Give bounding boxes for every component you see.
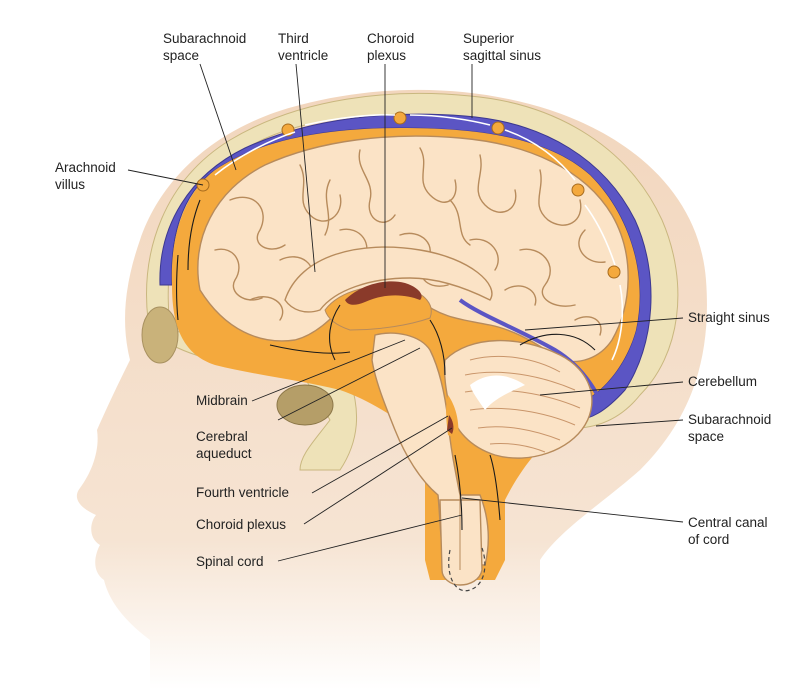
label-line: Straight sinus	[688, 310, 770, 325]
csf-flow-dark	[175, 199, 596, 531]
label-line: ventricle	[278, 48, 329, 63]
label-cerebral-aqueduct: Cerebral aqueduct	[196, 428, 252, 462]
label-midbrain: Midbrain	[196, 392, 248, 409]
label-line: space	[688, 429, 725, 444]
label-line: Arachnoid	[55, 160, 116, 175]
label-line: villus	[55, 177, 86, 192]
label-straight-sinus: Straight sinus	[688, 309, 770, 326]
label-choroid-plexus-top: Choroid plexus	[367, 30, 414, 64]
label-line: Cerebral	[196, 429, 248, 444]
spinal-cord-end	[448, 547, 486, 592]
choroid-plexus-upper	[345, 281, 422, 305]
cerebellar-folia	[464, 355, 581, 453]
label-line: space	[163, 48, 200, 63]
csf-flow-white	[214, 114, 624, 361]
label-line: Cerebellum	[688, 374, 758, 389]
label-line: plexus	[367, 48, 407, 63]
straight-sinus	[458, 298, 602, 401]
label-subarachnoid-space-right: Subarachnoid space	[688, 411, 771, 445]
choroid-plexus-lower	[447, 415, 454, 434]
label-line: Midbrain	[196, 393, 248, 408]
label-line: Superior	[463, 31, 515, 46]
label-line: Choroid plexus	[196, 517, 287, 532]
arbor-vitae	[470, 375, 525, 410]
label-subarachnoid-space-top: Subarachnoid space	[163, 30, 246, 64]
label-line: Subarachnoid	[688, 412, 772, 427]
label-line: Central canal	[688, 515, 768, 530]
label-line: sagittal sinus	[463, 48, 542, 63]
label-arachnoid-villus: Arachnoid villus	[55, 159, 116, 193]
label-line: Subarachnoid	[163, 31, 247, 46]
label-line: Fourth ventricle	[196, 485, 290, 500]
label-cerebellum: Cerebellum	[688, 373, 757, 390]
label-central-canal-of-cord: Central canal of cord	[688, 514, 768, 548]
leader-lines	[127, 63, 684, 562]
label-third-ventricle: Third ventricle	[278, 30, 328, 64]
label-line: Spinal cord	[196, 554, 264, 569]
label-line: aqueduct	[196, 446, 252, 461]
label-choroid-plexus-bottom: Choroid plexus	[196, 516, 286, 533]
label-spinal-cord: Spinal cord	[196, 553, 264, 570]
corpus-callosum	[284, 246, 493, 313]
label-line: of cord	[688, 532, 730, 547]
label-superior-sagittal-sinus: Superior sagittal sinus	[463, 30, 541, 64]
spinal-cord-shape	[439, 499, 483, 586]
label-line: Choroid	[367, 31, 415, 46]
label-fourth-ventricle: Fourth ventricle	[196, 484, 289, 501]
frontal-sinus	[141, 306, 179, 364]
label-line: Third	[278, 31, 309, 46]
sphenoid-sinus	[276, 384, 334, 426]
